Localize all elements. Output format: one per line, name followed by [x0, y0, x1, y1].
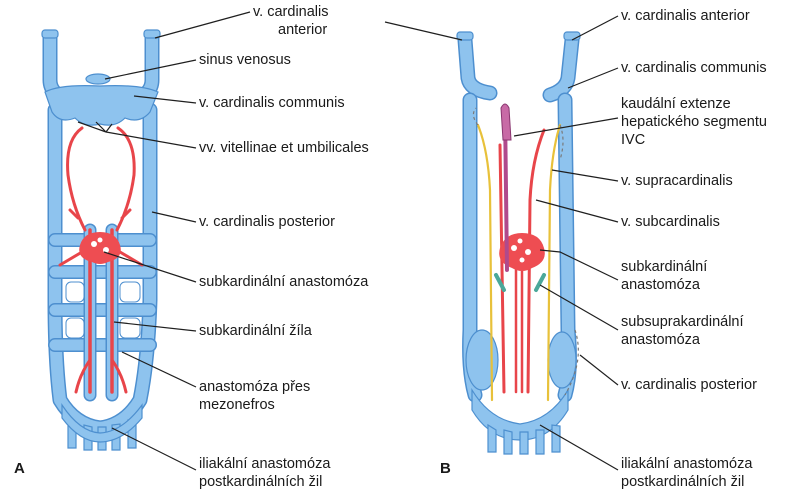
label-a-mezonefros-line1: anastomóza přes: [199, 379, 310, 395]
label-a-cardinalis-anterior-line1: v. cardinalis: [253, 4, 328, 20]
label-a-sinus-venosus: sinus venosus: [199, 52, 291, 68]
label-b-cardinalis-anterior: v. cardinalis anterior: [621, 8, 750, 24]
panel-b-letter: B: [440, 460, 451, 477]
label-b-subkardinalni-line2: anastomóza: [621, 277, 701, 293]
label-b-subkardinalni-line1: subkardinální: [621, 259, 707, 275]
label-a-vitellinae: vv. vitellinae et umbilicales: [199, 140, 369, 156]
label-a-iliakalni-line1: iliakální anastomóza: [199, 456, 331, 472]
panel-a-letter: A: [14, 460, 25, 477]
label-a-subkardinalni-zila: subkardinální žíla: [199, 323, 313, 339]
label-b-iliakalni-line2: postkardinálních žil: [621, 474, 744, 490]
label-b-ivc-line1: kaudální extenze: [621, 96, 731, 112]
label-b-ivc-line3: IVC: [621, 132, 645, 148]
panel-b-drawing: [457, 32, 580, 454]
panel-b-subcardinal-veins: [496, 104, 545, 392]
label-b-cardinalis-communis: v. cardinalis communis: [621, 60, 767, 76]
label-b-subcardinalis: v. subcardinalis: [621, 214, 720, 230]
label-b-subsuprakardinalni-line2: anastomóza: [621, 332, 701, 348]
label-a-cardinalis-anterior-line2: anterior: [278, 22, 327, 38]
label-a-cardinalis-posterior: v. cardinalis posterior: [199, 214, 335, 230]
label-b-ivc-line2: hepatického segmentu: [621, 114, 767, 130]
label-b-cardinalis-posterior: v. cardinalis posterior: [621, 377, 757, 393]
label-a-cardinalis-communis: v. cardinalis communis: [199, 95, 345, 111]
label-b-supracardinalis: v. supracardinalis: [621, 173, 733, 189]
label-a-mezonefros-line2: mezonefros: [199, 397, 275, 413]
panel-a-drawing: [42, 30, 160, 450]
label-a-iliakalni-line2: postkardinálních žil: [199, 474, 322, 490]
label-b-subsuprakardinalni-line1: subsuprakardinální: [621, 314, 744, 330]
label-a-subkardinalni-anastomoza: subkardinální anastomóza: [199, 274, 369, 290]
label-b-iliakalni-line1: iliakální anastomóza: [621, 456, 753, 472]
